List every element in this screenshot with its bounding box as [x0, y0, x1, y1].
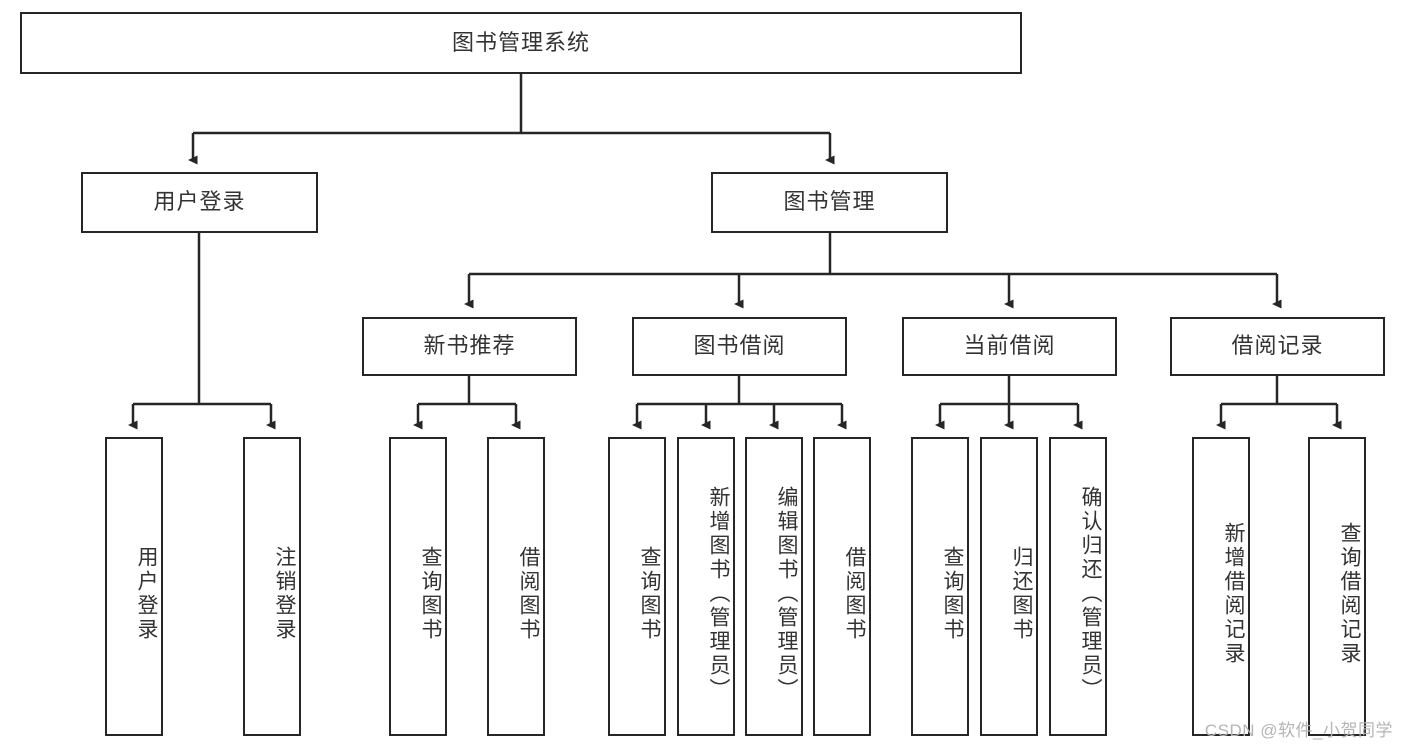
node-leaf-currentborrow-query-book-label: 查询图书 — [941, 545, 964, 642]
node-leaf-bookborrow-query-book[interactable]: 查询图书 — [608, 437, 666, 736]
node-leaf-currentborrow-return-book[interactable]: 归还图书 — [980, 437, 1038, 736]
node-leaf-bookborrow-borrow-book-label: 借阅图书 — [843, 545, 866, 642]
node-leaf-bookborrow-edit-book[interactable]: 编辑图书（管理员） — [745, 437, 803, 736]
node-leaf-currentborrow-confirm-return-label: 确认归还（管理员） — [1079, 485, 1102, 702]
node-leaf-newbook-query-book-label: 查询图书 — [419, 545, 442, 642]
node-leaf-bookborrow-add-book-label: 新增图书（管理员） — [707, 485, 730, 702]
node-leaf-currentborrow-confirm-return[interactable]: 确认归还（管理员） — [1049, 437, 1107, 736]
node-leaf-user-login-label: 用户登录 — [135, 545, 158, 642]
node-leaf-borrowrecord-add-record[interactable]: 新增借阅记录 — [1192, 437, 1250, 736]
node-borrow-record-label: 借阅记录 — [1231, 333, 1324, 359]
node-leaf-user-login[interactable]: 用户登录 — [105, 437, 163, 736]
node-current-borrow[interactable]: 当前借阅 — [902, 317, 1117, 376]
node-leaf-bookborrow-add-book[interactable]: 新增图书（管理员） — [677, 437, 735, 736]
node-leaf-borrowrecord-query-record[interactable]: 查询借阅记录 — [1308, 437, 1366, 736]
node-leaf-bookborrow-borrow-book[interactable]: 借阅图书 — [813, 437, 871, 736]
node-leaf-bookborrow-query-book-label: 查询图书 — [638, 545, 661, 642]
node-leaf-logout-label: 注销登录 — [273, 545, 296, 642]
node-leaf-borrowrecord-query-record-label: 查询借阅记录 — [1338, 521, 1361, 666]
node-leaf-borrowrecord-add-record-label: 新增借阅记录 — [1222, 521, 1245, 666]
node-leaf-currentborrow-return-book-label: 归还图书 — [1010, 545, 1033, 642]
node-leaf-logout[interactable]: 注销登录 — [243, 437, 301, 736]
node-book-borrow-label: 图书借阅 — [693, 333, 786, 359]
node-leaf-newbook-borrow-book-label: 借阅图书 — [517, 545, 540, 642]
node-leaf-newbook-query-book[interactable]: 查询图书 — [389, 437, 447, 736]
node-user-login-label: 用户登录 — [153, 189, 246, 215]
node-book-borrow[interactable]: 图书借阅 — [632, 317, 847, 376]
node-leaf-newbook-borrow-book[interactable]: 借阅图书 — [487, 437, 545, 736]
node-book-manage[interactable]: 图书管理 — [711, 172, 948, 233]
node-borrow-record[interactable]: 借阅记录 — [1170, 317, 1385, 376]
node-current-borrow-label: 当前借阅 — [963, 333, 1056, 359]
node-user-login[interactable]: 用户登录 — [81, 172, 318, 233]
node-new-book-recommend-label: 新书推荐 — [423, 333, 516, 359]
node-root[interactable]: 图书管理系统 — [20, 12, 1022, 74]
node-root-label: 图书管理系统 — [451, 29, 590, 55]
node-leaf-bookborrow-edit-book-label: 编辑图书（管理员） — [775, 485, 798, 702]
node-book-manage-label: 图书管理 — [783, 189, 876, 215]
node-leaf-currentborrow-query-book[interactable]: 查询图书 — [911, 437, 969, 736]
node-new-book-recommend[interactable]: 新书推荐 — [362, 317, 577, 376]
